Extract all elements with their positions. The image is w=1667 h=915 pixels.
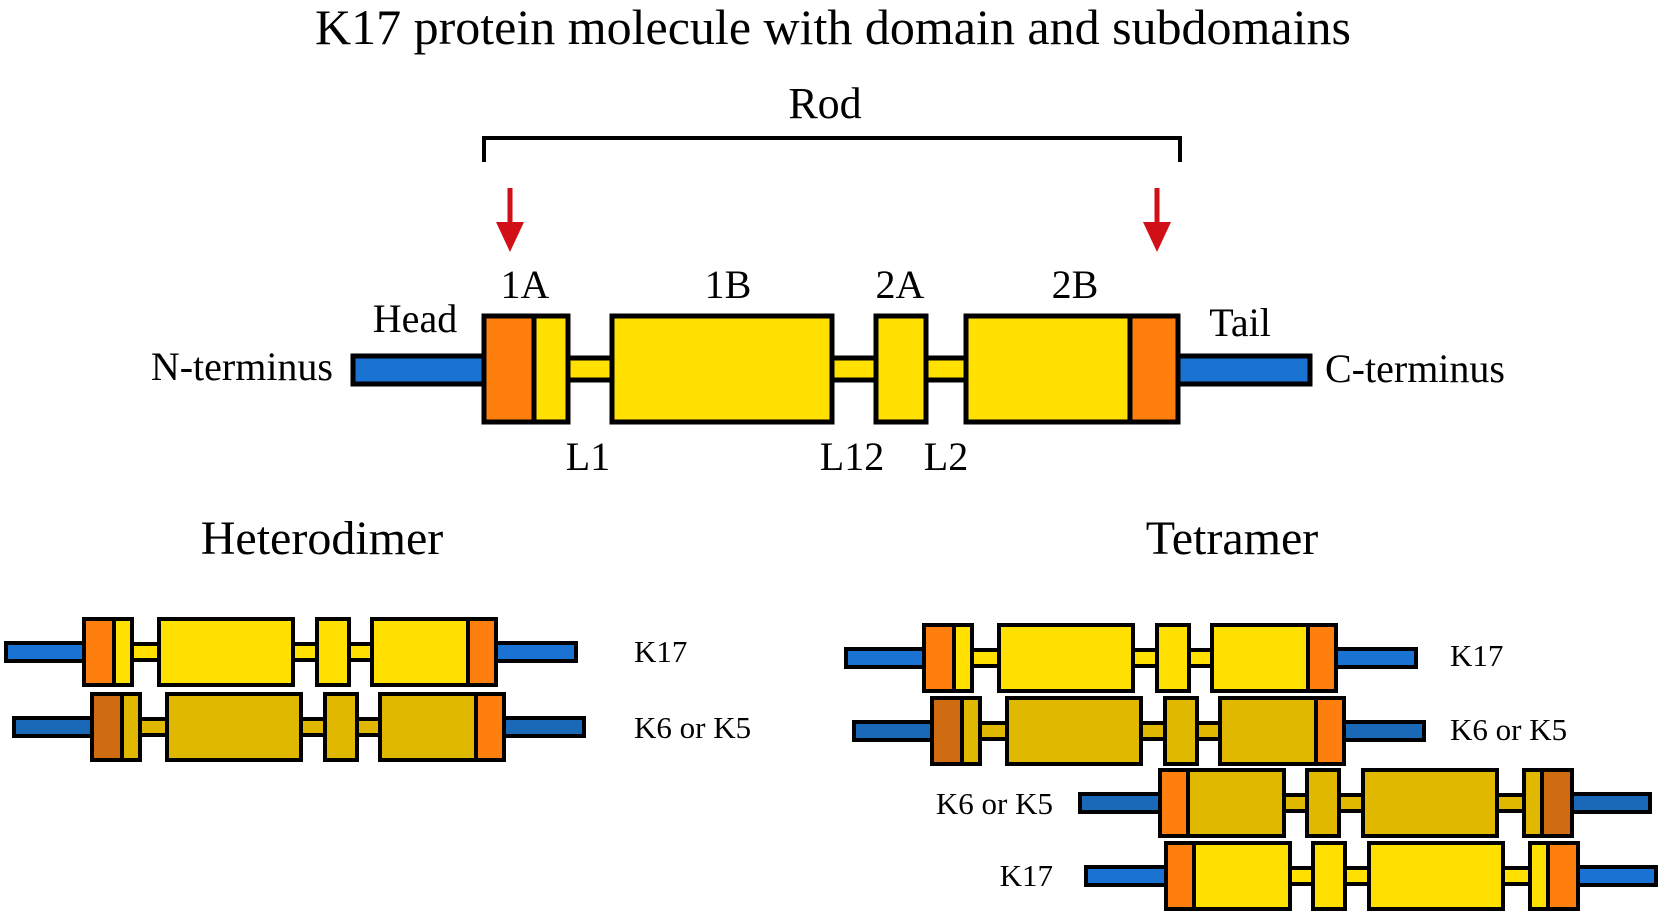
terminus-segment bbox=[502, 716, 586, 738]
helix-segment bbox=[112, 617, 134, 687]
heterodimer-chain-label: K6 or K5 bbox=[634, 710, 751, 745]
linker-l12-label: L12 bbox=[820, 434, 884, 479]
tetramer-title: Tetramer bbox=[1146, 512, 1319, 565]
helix-segment bbox=[1186, 768, 1286, 838]
helix-segment bbox=[1005, 696, 1143, 766]
head-label: Head bbox=[373, 296, 457, 341]
terminus-segment bbox=[1084, 865, 1168, 887]
head-cap-segment bbox=[90, 692, 124, 762]
helix-segment bbox=[960, 696, 982, 766]
head-cap bbox=[481, 313, 537, 425]
helix-segment bbox=[1305, 768, 1341, 838]
helix-segment bbox=[1210, 623, 1310, 693]
subdomain-2a-label: 2A bbox=[876, 262, 925, 307]
tetramer-chain-label: K17 bbox=[1450, 638, 1503, 673]
helix-segment bbox=[1192, 841, 1292, 911]
terminus-segment bbox=[1576, 865, 1658, 887]
terminus-segment bbox=[1334, 647, 1418, 669]
terminus-segment bbox=[4, 641, 86, 663]
rod-bracket bbox=[482, 136, 1182, 162]
diagram-title: K17 protein molecule with domain and sub… bbox=[315, 0, 1351, 55]
helix-segment bbox=[1367, 841, 1505, 911]
tail-cap-segment bbox=[1158, 768, 1190, 838]
head-cap-segment bbox=[1546, 841, 1580, 911]
terminus-segment bbox=[844, 647, 926, 669]
tetramer-chain-partner-reversed bbox=[1078, 768, 1652, 838]
subdomain-2b-label: 2B bbox=[1052, 262, 1099, 307]
heterodimer-chain-label: K17 bbox=[634, 634, 687, 669]
helix-segment bbox=[157, 617, 295, 687]
tetramer-chain-label: K17 bbox=[1000, 858, 1053, 893]
terminus-segment bbox=[494, 641, 578, 663]
tail-cap-segment bbox=[466, 617, 498, 687]
tail-label: Tail bbox=[1209, 300, 1271, 345]
helix-segment bbox=[1155, 623, 1191, 693]
helix-segment bbox=[1163, 696, 1199, 766]
linker-l12 bbox=[827, 355, 879, 383]
helix-segment bbox=[165, 692, 303, 762]
terminus-segment bbox=[1342, 720, 1426, 742]
tetramer-chain-label: K6 or K5 bbox=[936, 786, 1053, 821]
helix-segment bbox=[1522, 768, 1544, 838]
tail-cap-segment bbox=[1164, 841, 1196, 911]
c-terminus-label: C-terminus bbox=[1325, 346, 1505, 391]
n-terminus-label: N-terminus bbox=[151, 344, 333, 389]
linker-l1-label: L1 bbox=[566, 434, 610, 479]
tetramer-chain-k17 bbox=[844, 623, 1418, 693]
tail-cap-segment bbox=[1306, 623, 1338, 693]
helix-segment bbox=[1218, 696, 1318, 766]
helix-segment bbox=[997, 623, 1135, 693]
helix-segment bbox=[120, 692, 142, 762]
terminus-segment bbox=[12, 716, 94, 738]
terminus-segment bbox=[1078, 792, 1162, 814]
linker-l2-label: L2 bbox=[924, 434, 968, 479]
helix-segment bbox=[1528, 841, 1550, 911]
tail-cap-segment bbox=[1314, 696, 1346, 766]
tail-cap bbox=[1127, 313, 1181, 425]
heterodimer-title: Heterodimer bbox=[201, 512, 444, 565]
helix-1b bbox=[609, 313, 835, 425]
helix-segment bbox=[952, 623, 974, 693]
down-arrow-icon bbox=[1143, 188, 1171, 252]
helix-2b bbox=[963, 313, 1133, 425]
n-terminal-head-tail bbox=[350, 353, 487, 387]
helix-segment bbox=[315, 617, 351, 687]
tetramer-chain-label: K6 or K5 bbox=[1450, 712, 1567, 747]
c-terminal-tail bbox=[1174, 353, 1313, 387]
helix-segment bbox=[378, 692, 478, 762]
heterodimer-chain-partner bbox=[12, 692, 586, 762]
tetramer-chain-k17-reversed bbox=[1084, 841, 1658, 911]
down-arrow-icon bbox=[496, 188, 524, 252]
helix-segment bbox=[1361, 768, 1499, 838]
helix-segment bbox=[370, 617, 470, 687]
head-cap-segment bbox=[922, 623, 956, 693]
subdomain-1b-label: 1B bbox=[705, 262, 752, 307]
k17-molecule bbox=[350, 313, 1313, 425]
tail-cap-segment bbox=[474, 692, 506, 762]
helix-segment bbox=[323, 692, 359, 762]
rod-label: Rod bbox=[788, 79, 861, 128]
head-cap-segment bbox=[1540, 768, 1574, 838]
head-cap-segment bbox=[82, 617, 116, 687]
helix-2a bbox=[873, 313, 929, 425]
terminus-segment bbox=[1570, 792, 1652, 814]
subdomain-1a-label: 1A bbox=[501, 262, 550, 307]
terminus-segment bbox=[852, 720, 934, 742]
helix-segment bbox=[1311, 841, 1347, 911]
tetramer-chain-partner bbox=[852, 696, 1426, 766]
head-cap-segment bbox=[930, 696, 964, 766]
linker-l2 bbox=[919, 355, 971, 383]
heterodimer-chain-k17 bbox=[4, 617, 578, 687]
helix-1a bbox=[531, 313, 571, 425]
